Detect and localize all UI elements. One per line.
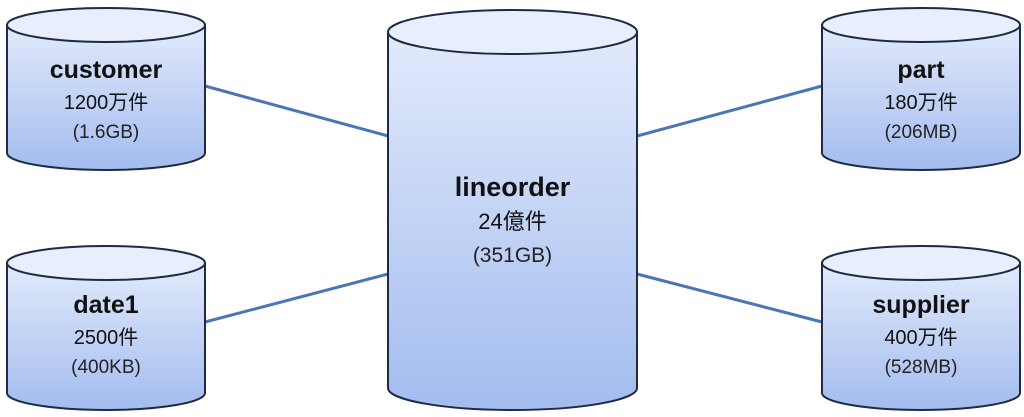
connector-date1-lineorder — [204, 272, 389, 324]
lineorder-size: (351GB) — [472, 244, 553, 267]
part-name: part — [897, 56, 945, 84]
part-size: (206MB) — [884, 122, 958, 143]
date1-size: (400KB) — [71, 357, 141, 378]
date1-name: date1 — [73, 291, 139, 319]
connector-supplier-lineorder — [636, 272, 823, 324]
connector-part-lineorder — [636, 84, 823, 138]
supplier-cylinder — [821, 245, 1021, 411]
connector-customer-lineorder — [204, 84, 389, 138]
supplier-name: supplier — [872, 291, 970, 319]
customer-cylinder — [6, 7, 206, 171]
supplier-count: 400万件 — [884, 327, 958, 349]
lineorder-name: lineorder — [454, 172, 571, 202]
part-count: 180万件 — [884, 92, 958, 114]
lineorder-count: 24億件 — [478, 209, 547, 234]
part-cylinder — [821, 7, 1021, 171]
customer-size: (1.6GB) — [72, 122, 140, 143]
date1-count: 2500件 — [73, 327, 139, 349]
connectors — [204, 84, 823, 324]
lineorder-cylinder — [387, 9, 638, 411]
customer-name: customer — [49, 56, 163, 84]
date1-cylinder — [6, 245, 206, 411]
customer-count: 1200万件 — [63, 92, 149, 114]
supplier-size: (528MB) — [884, 357, 958, 378]
